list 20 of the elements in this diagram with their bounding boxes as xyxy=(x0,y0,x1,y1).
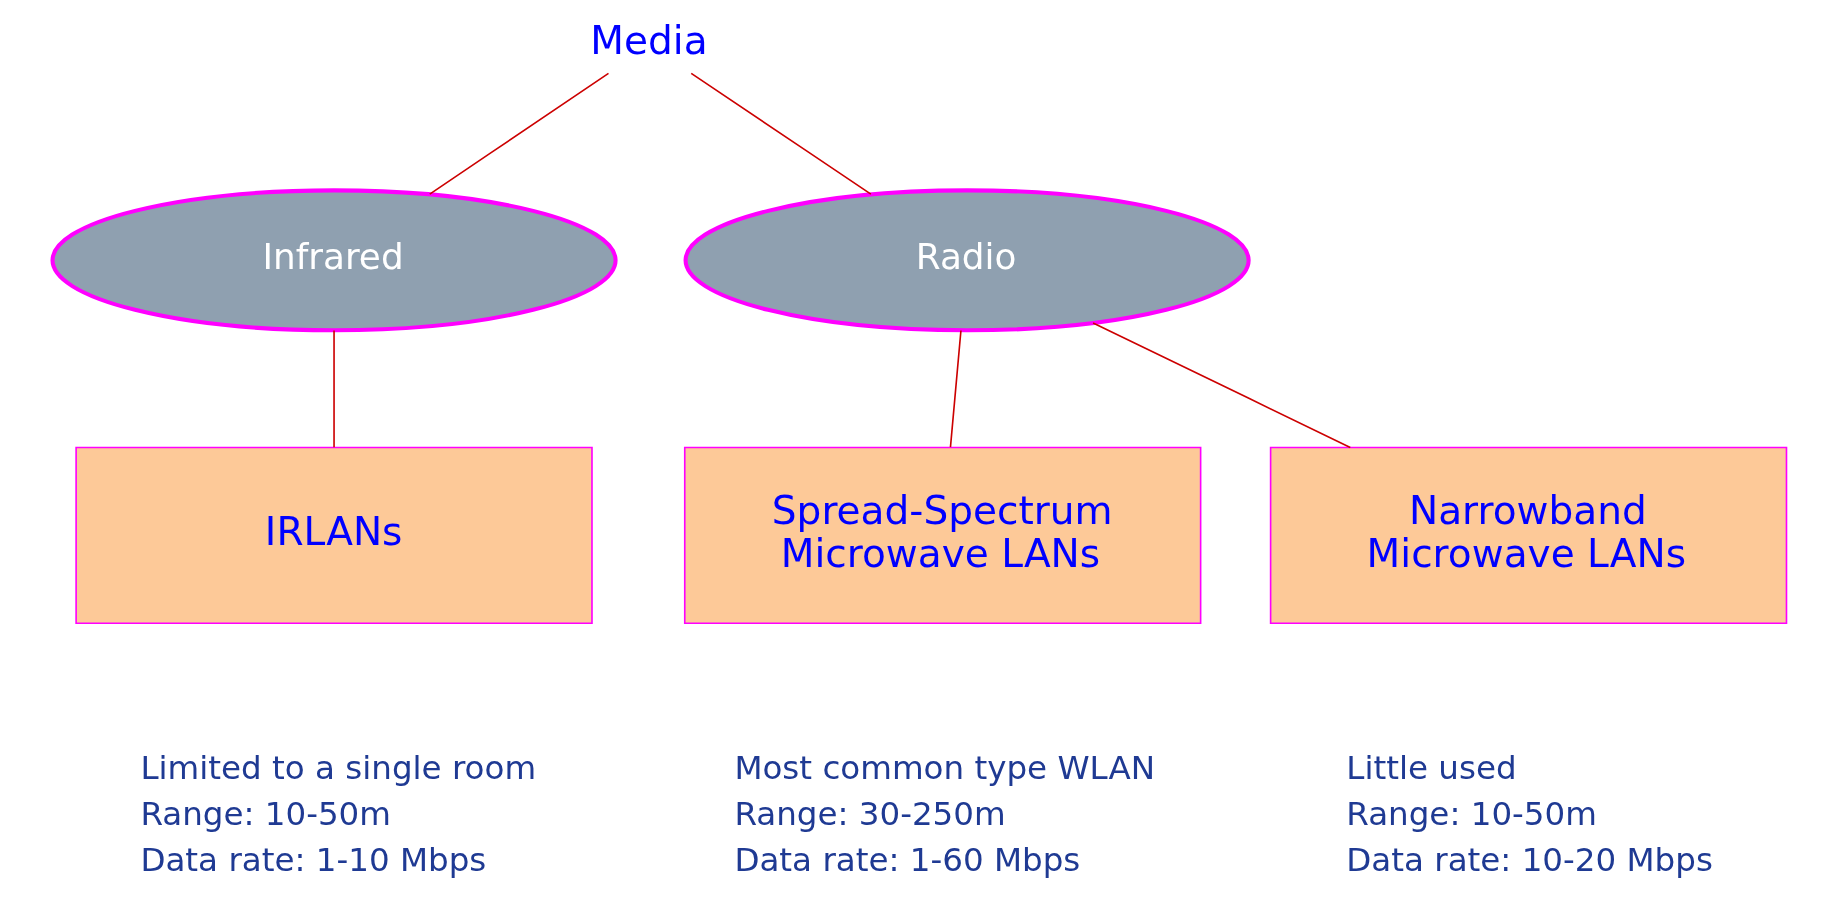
node-label: Range: 30-250m xyxy=(734,795,1006,834)
node-ellipse: Radio xyxy=(683,188,1251,333)
node-label: Range: 10-50m xyxy=(1346,795,1597,834)
connector xyxy=(1092,322,1352,449)
connector xyxy=(690,72,872,195)
connector xyxy=(949,329,962,448)
node-label: Little used xyxy=(1346,749,1517,788)
node-label: Data rate: 10-20 Mbps xyxy=(1346,840,1713,879)
node-box: IRLANs xyxy=(75,446,593,625)
node-ellipse: Infrared xyxy=(50,188,618,333)
node-label: Data rate: 1-10 Mbps xyxy=(140,840,487,879)
node-label: Range: 10-50m xyxy=(140,795,392,834)
node-box: Narrowband Microwave LANs xyxy=(1269,446,1788,625)
node-box: Spread-Spectrum Microwave LANs xyxy=(683,446,1202,625)
connector xyxy=(428,72,610,195)
node-label: Most common type WLAN xyxy=(734,749,1156,788)
node-label: Limited to a single room xyxy=(140,749,537,788)
node-label: Data rate: 1-60 Mbps xyxy=(734,840,1081,879)
connector xyxy=(333,329,335,448)
node-text: Media xyxy=(590,17,708,63)
